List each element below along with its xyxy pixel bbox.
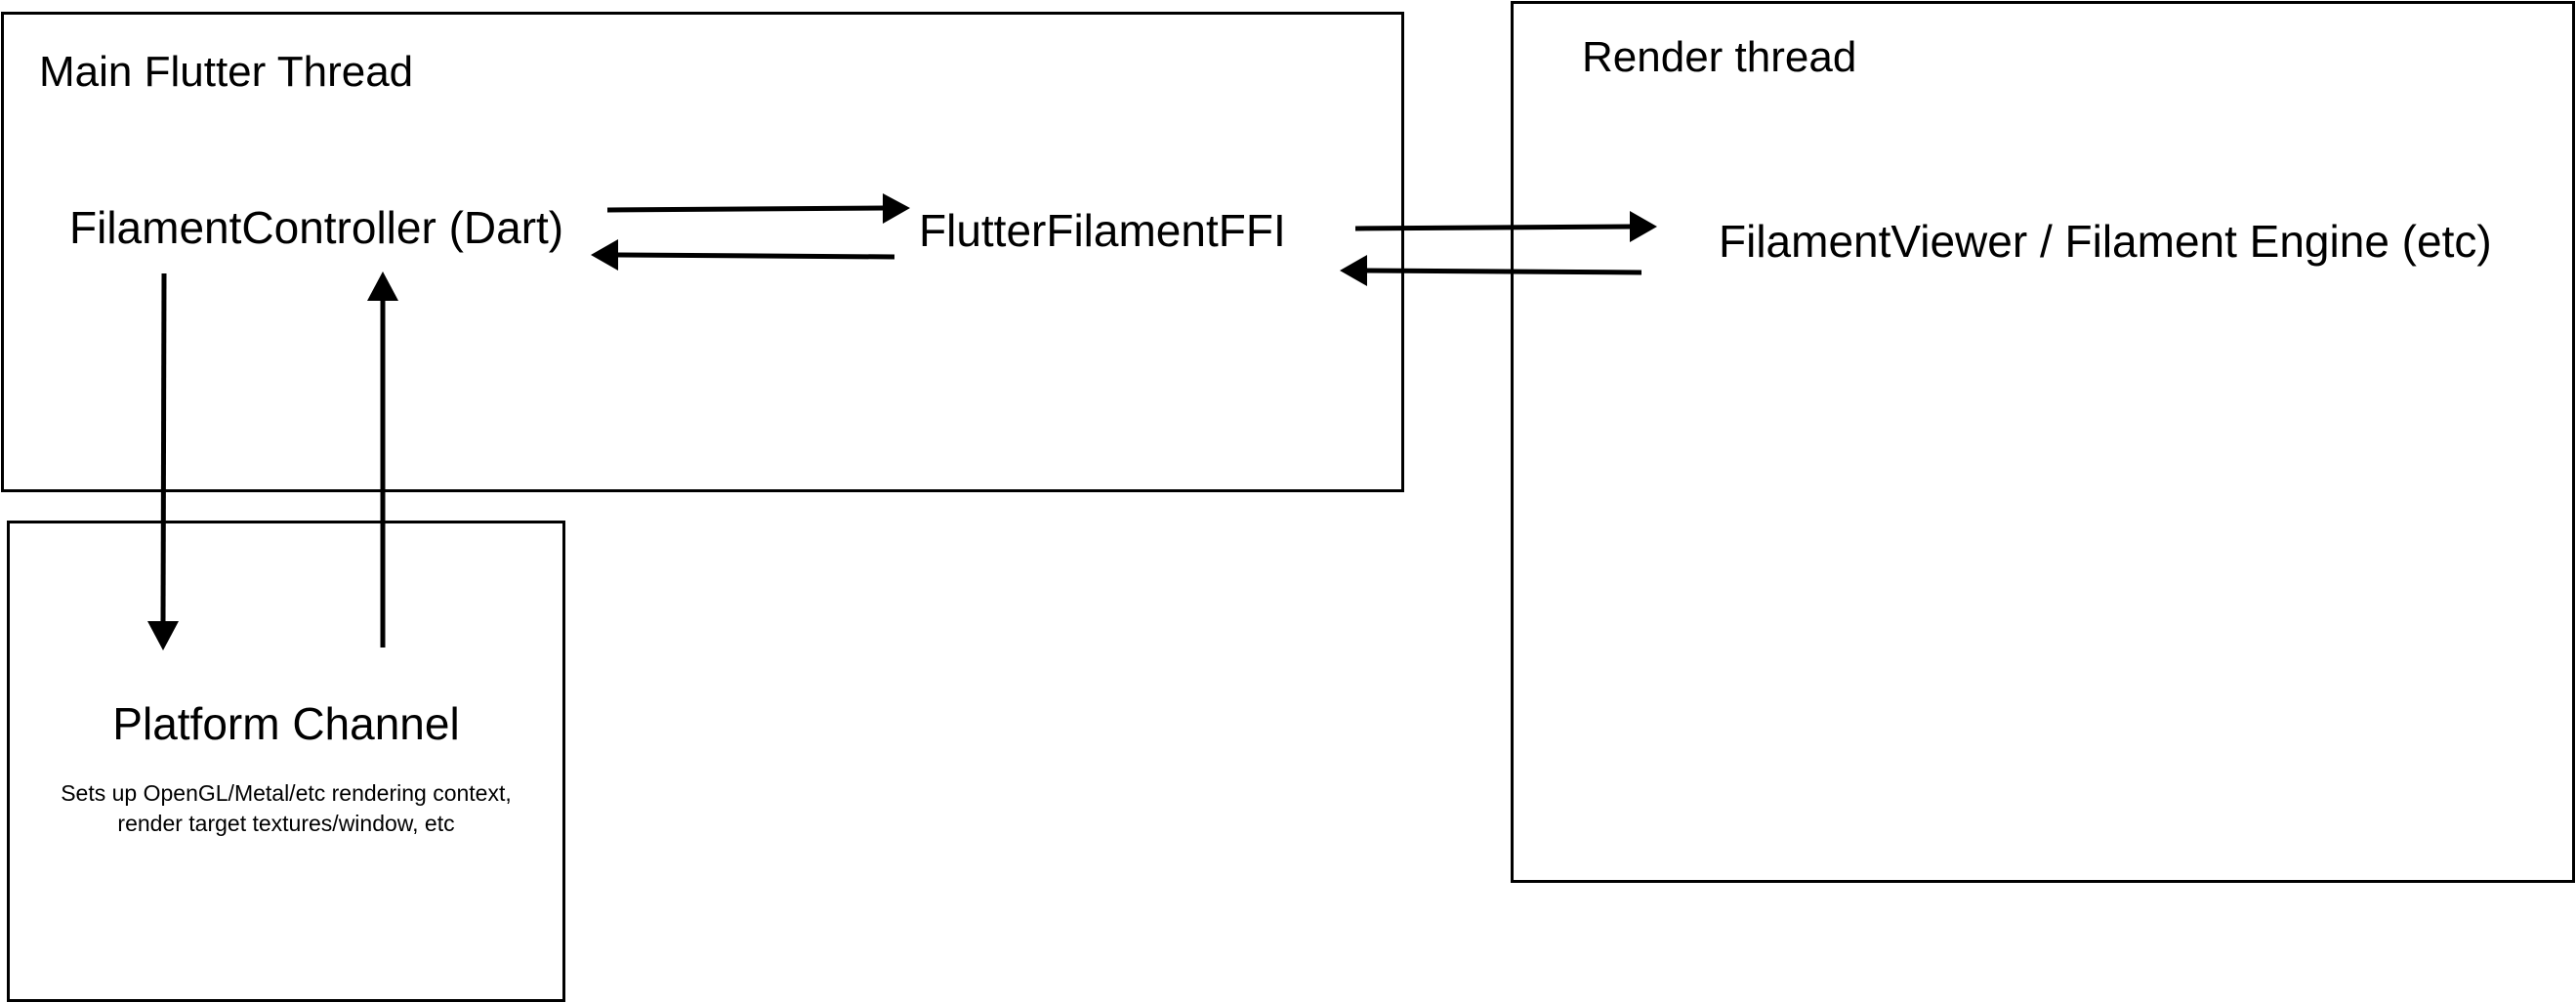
filament-viewer-node: FilamentViewer / Filament Engine (etc) xyxy=(1719,216,2492,267)
render-thread-title: Render thread xyxy=(1582,33,1857,81)
main-flutter-thread-box xyxy=(1,12,1404,492)
platform-channel-description-line: render target textures/window, etc xyxy=(117,811,455,836)
platform-channel-title: Platform Channel xyxy=(112,698,460,749)
flutter-filament-ffi-node: FlutterFilamentFFI xyxy=(919,205,1286,256)
render-thread-box xyxy=(1511,1,2575,883)
filament-controller-node: FilamentController (Dart) xyxy=(69,202,564,253)
platform-channel-description: Sets up OpenGL/Metal/etc rendering conte… xyxy=(7,778,565,839)
platform-channel-box xyxy=(7,521,565,1002)
main-thread-title: Main Flutter Thread xyxy=(39,48,414,96)
platform-channel-description-line: Sets up OpenGL/Metal/etc rendering conte… xyxy=(61,780,512,806)
